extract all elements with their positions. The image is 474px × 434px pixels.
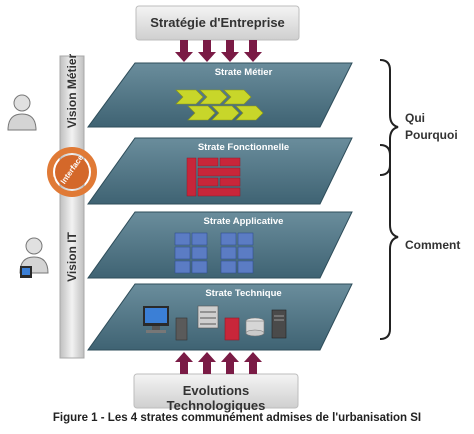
chevron <box>235 105 264 121</box>
it-user-icon <box>19 237 49 278</box>
vision-it-label: Vision IT <box>65 232 79 282</box>
chevron <box>211 105 240 121</box>
up-arrow <box>175 352 193 374</box>
red-block <box>197 177 219 187</box>
figure-caption: Figure 1 - Les 4 strates communément adm… <box>52 412 422 424</box>
red-block <box>197 187 241 197</box>
top-box-label: Stratégie d'Entreprise <box>150 15 285 30</box>
top-box: Stratégie d'Entreprise <box>136 6 299 40</box>
chevron <box>187 105 216 121</box>
blue-block <box>191 260 208 274</box>
function-blocks <box>186 157 241 197</box>
server-rack-icon <box>197 305 219 329</box>
interface-ring <box>47 147 97 197</box>
vision-metier-label: Vision Métier <box>65 53 79 129</box>
blue-block <box>220 246 237 260</box>
vision-bar <box>59 55 85 359</box>
blue-block <box>237 232 254 246</box>
up-arrows <box>175 352 262 374</box>
business-user-icon <box>7 94 37 131</box>
chevron <box>175 89 204 105</box>
blue-block <box>174 232 191 246</box>
firewall-icon <box>224 317 240 341</box>
up-arrow <box>198 352 216 374</box>
blue-block <box>191 246 208 260</box>
red-block <box>197 167 241 177</box>
blue-block <box>174 260 191 274</box>
interface-arrow-icon <box>88 160 94 167</box>
down-arrow <box>175 40 193 62</box>
strate-applicative-label: Strate Applicative <box>203 216 284 227</box>
red-block <box>197 157 219 167</box>
up-arrow <box>221 352 239 374</box>
strate-applicative-plane <box>87 211 353 279</box>
strate-metier-label: Strate Métier <box>214 67 273 78</box>
down-arrows <box>175 40 262 62</box>
down-arrow <box>198 40 216 62</box>
strate-fonctionnelle-label: Strate Fonctionnelle <box>197 142 290 153</box>
blue-block <box>191 232 208 246</box>
bottom-box-shape <box>133 373 299 409</box>
blue-block <box>174 246 191 260</box>
down-arrow <box>221 40 239 62</box>
strate-technique-label: Strate Technique <box>205 288 282 299</box>
top-box-shape <box>135 5 300 41</box>
interface-arrow-icon <box>50 177 56 184</box>
bottom-box-label: Evolutions Technologiques <box>166 383 266 413</box>
red-block <box>186 157 197 197</box>
process-chevrons <box>175 89 264 121</box>
red-block <box>219 177 241 187</box>
blue-block <box>220 260 237 274</box>
chevron <box>223 89 252 105</box>
blue-block <box>220 232 237 246</box>
tower-icon <box>175 317 188 341</box>
pourquoi-label: Pourquoi <box>405 128 458 142</box>
up-arrow <box>244 352 262 374</box>
brace-comment <box>379 144 399 340</box>
technical-devices <box>143 305 287 341</box>
blue-block <box>237 246 254 260</box>
interface-core <box>55 155 89 189</box>
bottom-box: Evolutions Technologiques <box>134 374 298 413</box>
comment-label: Comment <box>405 238 461 252</box>
application-blocks <box>174 232 254 274</box>
chevron <box>199 89 228 105</box>
down-arrow <box>244 40 262 62</box>
blue-block <box>237 260 254 274</box>
qui-label: Qui <box>405 111 425 125</box>
server-icon <box>271 309 287 339</box>
red-block <box>219 157 241 167</box>
